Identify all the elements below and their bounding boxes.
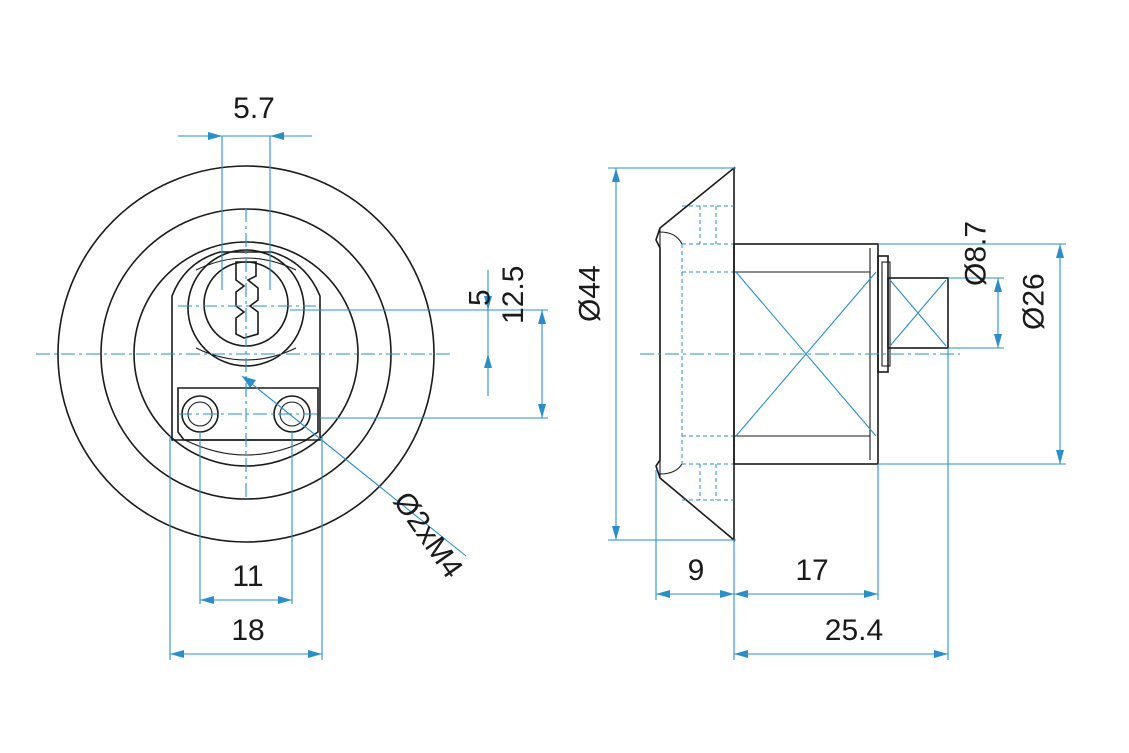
arrow <box>308 650 322 658</box>
arrow <box>208 132 222 140</box>
body-diameter-label: Ø26 <box>1018 273 1051 330</box>
slot-width-label: 5.7 <box>233 92 275 125</box>
arrow <box>278 596 292 604</box>
arrow <box>864 590 878 598</box>
threaded-holes-label: Ø2xM4 <box>387 486 469 584</box>
arrow <box>612 168 620 182</box>
arrow <box>720 590 734 598</box>
hole-spacing-label: 11 <box>232 560 263 593</box>
flange-diameter-label: Ø44 <box>574 265 607 322</box>
shaft-collar <box>877 255 889 373</box>
total-length-label: 25.4 <box>825 614 883 647</box>
arrow <box>270 132 284 140</box>
shaft-collar-inner <box>881 261 891 367</box>
side-view: Ø44 Ø8.7 Ø26 9 17 25.4 <box>574 166 1066 660</box>
cam-diameter-label: Ø8.7 <box>959 221 992 286</box>
arrow <box>734 650 748 658</box>
housing-bottom-arc <box>184 439 308 456</box>
cam-shaft <box>887 277 949 349</box>
thread-leader-line <box>241 375 467 557</box>
arrow <box>612 526 620 540</box>
front-view: 5.7 5 12.5 Ø2xM4 11 18 <box>36 92 548 660</box>
arrow <box>734 590 748 598</box>
offset-large-label: 12.5 <box>497 266 530 324</box>
arrow <box>200 596 214 604</box>
keyway-slot <box>235 261 259 339</box>
flange-fillet-top <box>659 231 683 245</box>
body-length-label: 17 <box>795 554 828 587</box>
arrow <box>170 650 184 658</box>
arrow <box>1056 450 1064 464</box>
flange-depth-label: 9 <box>688 554 705 587</box>
arrow <box>1056 244 1064 258</box>
arrow <box>484 354 492 368</box>
outer-flange-circle <box>57 165 435 543</box>
arrow <box>994 334 1002 348</box>
flat-surface-cross <box>735 271 877 437</box>
arrow <box>934 650 948 658</box>
arrow <box>538 404 546 418</box>
arrow <box>656 590 670 598</box>
arrow <box>538 310 546 324</box>
arrow <box>994 278 1002 292</box>
mounting-block <box>177 387 319 441</box>
shaft-cross <box>889 279 947 347</box>
arrow <box>484 296 492 310</box>
body-width-label: 18 <box>231 614 264 647</box>
flange-fillet-bottom <box>659 463 683 475</box>
arrow <box>242 376 256 388</box>
lock-housing <box>171 251 321 441</box>
offset-small-label: 5 <box>464 289 497 306</box>
